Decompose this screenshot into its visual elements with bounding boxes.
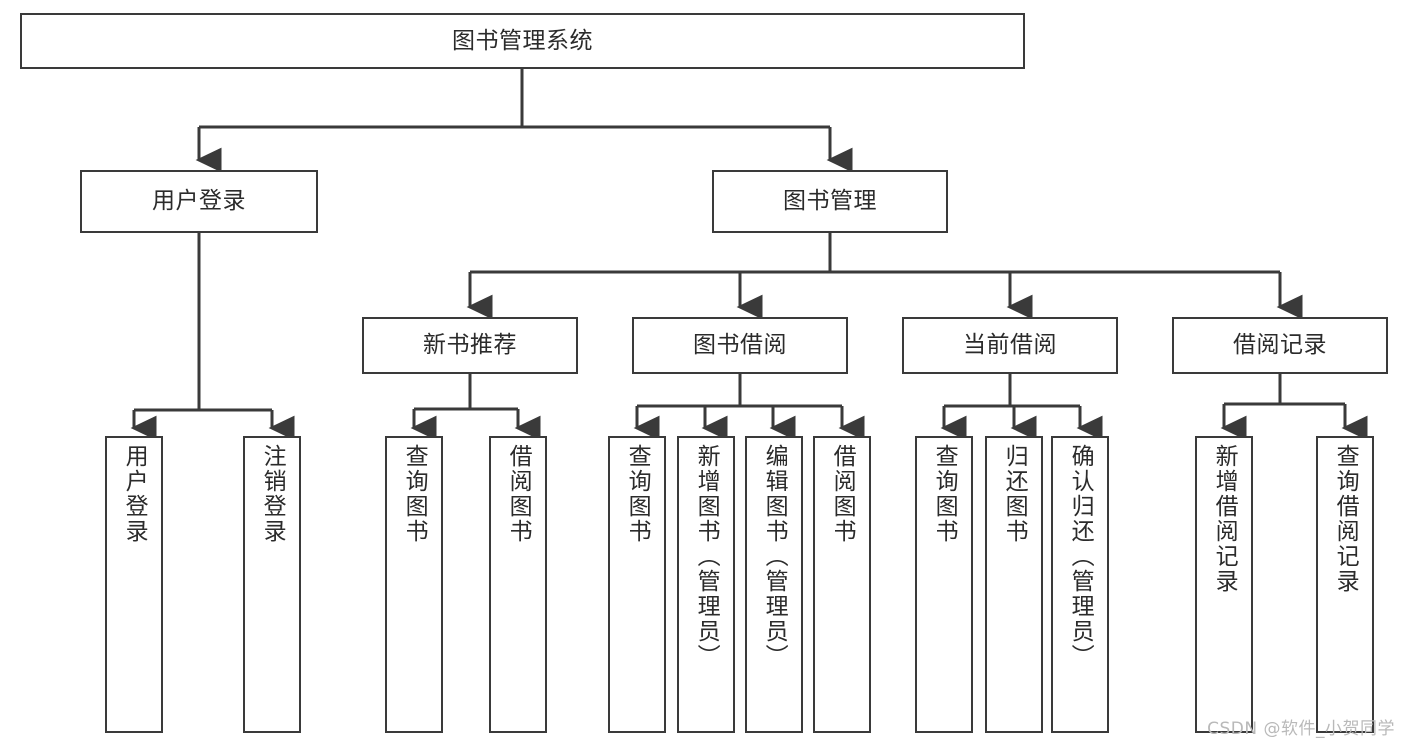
node-label: 确认归还（管理员） <box>1067 444 1094 669</box>
node-label: 图书管理 <box>783 188 877 215</box>
node-new-book-recommend[interactable]: 新书推荐 <box>362 317 578 374</box>
node-label: 新增借阅记录 <box>1211 444 1238 594</box>
node-root-library-system[interactable]: 图书管理系统 <box>20 13 1025 69</box>
node-leaf-borrow-book[interactable]: 借阅图书 <box>813 436 871 733</box>
node-label: 借阅图书 <box>829 444 856 544</box>
node-label: 图书借阅 <box>693 332 787 359</box>
node-book-borrow[interactable]: 图书借阅 <box>632 317 848 374</box>
node-label: 编辑图书（管理员） <box>761 444 788 669</box>
node-book-management[interactable]: 图书管理 <box>712 170 948 233</box>
node-label: 归还图书 <box>1001 444 1028 544</box>
node-leaf-borrow-book-recommend[interactable]: 借阅图书 <box>489 436 547 733</box>
node-leaf-query-book-current[interactable]: 查询图书 <box>915 436 973 733</box>
node-label: 图书管理系统 <box>452 27 593 54</box>
node-current-borrow[interactable]: 当前借阅 <box>902 317 1118 374</box>
node-label: 借阅记录 <box>1233 332 1327 359</box>
node-leaf-user-login[interactable]: 用户登录 <box>105 436 163 733</box>
node-leaf-add-borrow-record[interactable]: 新增借阅记录 <box>1195 436 1253 733</box>
node-label: 注销登录 <box>259 444 286 544</box>
node-label: 新增图书（管理员） <box>693 444 720 669</box>
node-label: 当前借阅 <box>963 332 1057 359</box>
node-leaf-query-borrow-record[interactable]: 查询借阅记录 <box>1316 436 1374 733</box>
node-leaf-confirm-return-admin[interactable]: 确认归还（管理员） <box>1051 436 1109 733</box>
node-leaf-query-book-borrow[interactable]: 查询图书 <box>608 436 666 733</box>
node-label: 查询借阅记录 <box>1332 444 1359 594</box>
node-leaf-return-book[interactable]: 归还图书 <box>985 436 1043 733</box>
node-label: 查询图书 <box>401 444 428 544</box>
node-leaf-add-book-admin[interactable]: 新增图书（管理员） <box>677 436 735 733</box>
node-label: 借阅图书 <box>505 444 532 544</box>
node-label: 用户登录 <box>152 188 246 215</box>
node-label: 用户登录 <box>121 444 148 544</box>
node-leaf-query-book-recommend[interactable]: 查询图书 <box>385 436 443 733</box>
node-label: 查询图书 <box>624 444 651 544</box>
node-user-login[interactable]: 用户登录 <box>80 170 318 233</box>
node-leaf-edit-book-admin[interactable]: 编辑图书（管理员） <box>745 436 803 733</box>
watermark-text: CSDN @软件_小贺同学 <box>1207 719 1395 739</box>
node-label: 查询图书 <box>931 444 958 544</box>
node-borrow-record[interactable]: 借阅记录 <box>1172 317 1388 374</box>
node-leaf-logout[interactable]: 注销登录 <box>243 436 301 733</box>
node-label: 新书推荐 <box>423 332 517 359</box>
